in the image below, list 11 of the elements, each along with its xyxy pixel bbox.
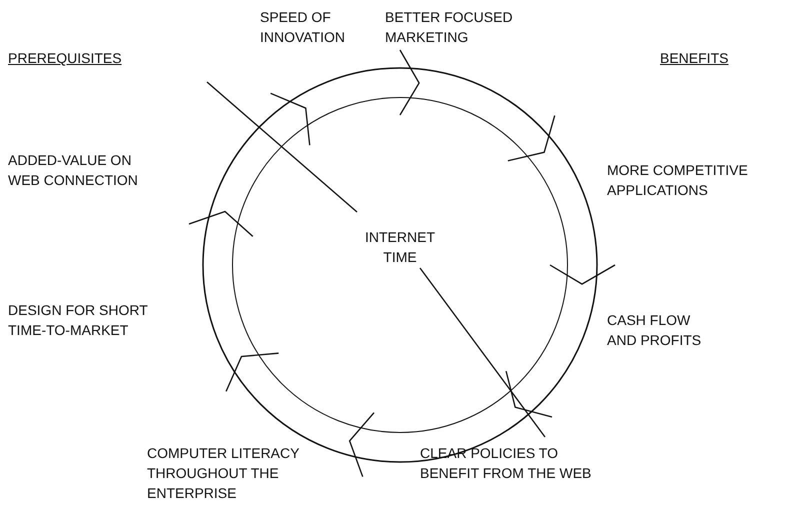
segment-label: CASH FLOW AND PROFITS [607, 311, 702, 350]
inner-circle [232, 97, 568, 433]
segment-label: BETTER FOCUSED MARKETING [385, 8, 514, 47]
segment-label: COMPUTER LITERACY THROUGHOUT THE ENTERPRISE [147, 444, 300, 503]
segment-label: MORE COMPETITIVE APPLICATIONS [607, 161, 749, 200]
section-heading: BENEFITS [660, 49, 728, 68]
segment-label: ADDED-VALUE ON WEB CONNECTION [8, 151, 139, 190]
section-heading: PREREQUISITES [8, 49, 122, 68]
segment-label: DESIGN FOR SHORT TIME-TO-MARKET [8, 301, 149, 340]
center-label: INTERNET TIME [364, 228, 436, 267]
segment-label: SPEED OF INNOVATION [260, 8, 346, 47]
